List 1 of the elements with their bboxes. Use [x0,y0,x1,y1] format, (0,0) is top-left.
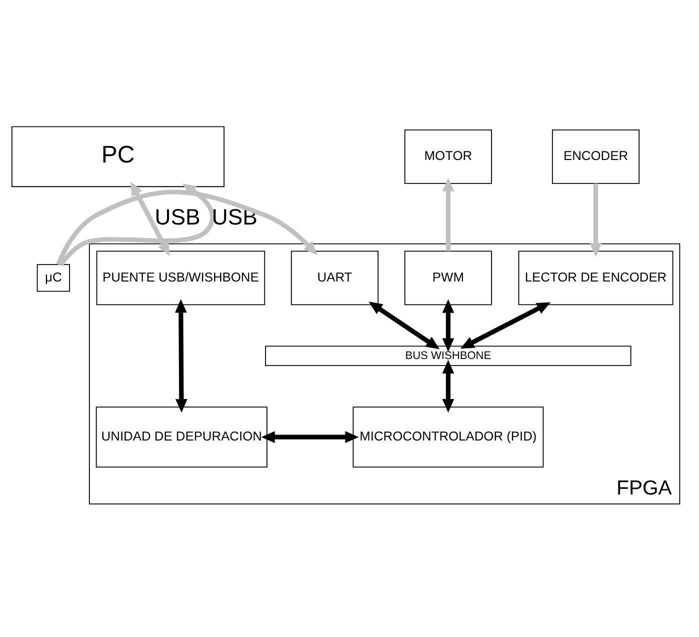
edge-label: USB [154,204,200,230]
